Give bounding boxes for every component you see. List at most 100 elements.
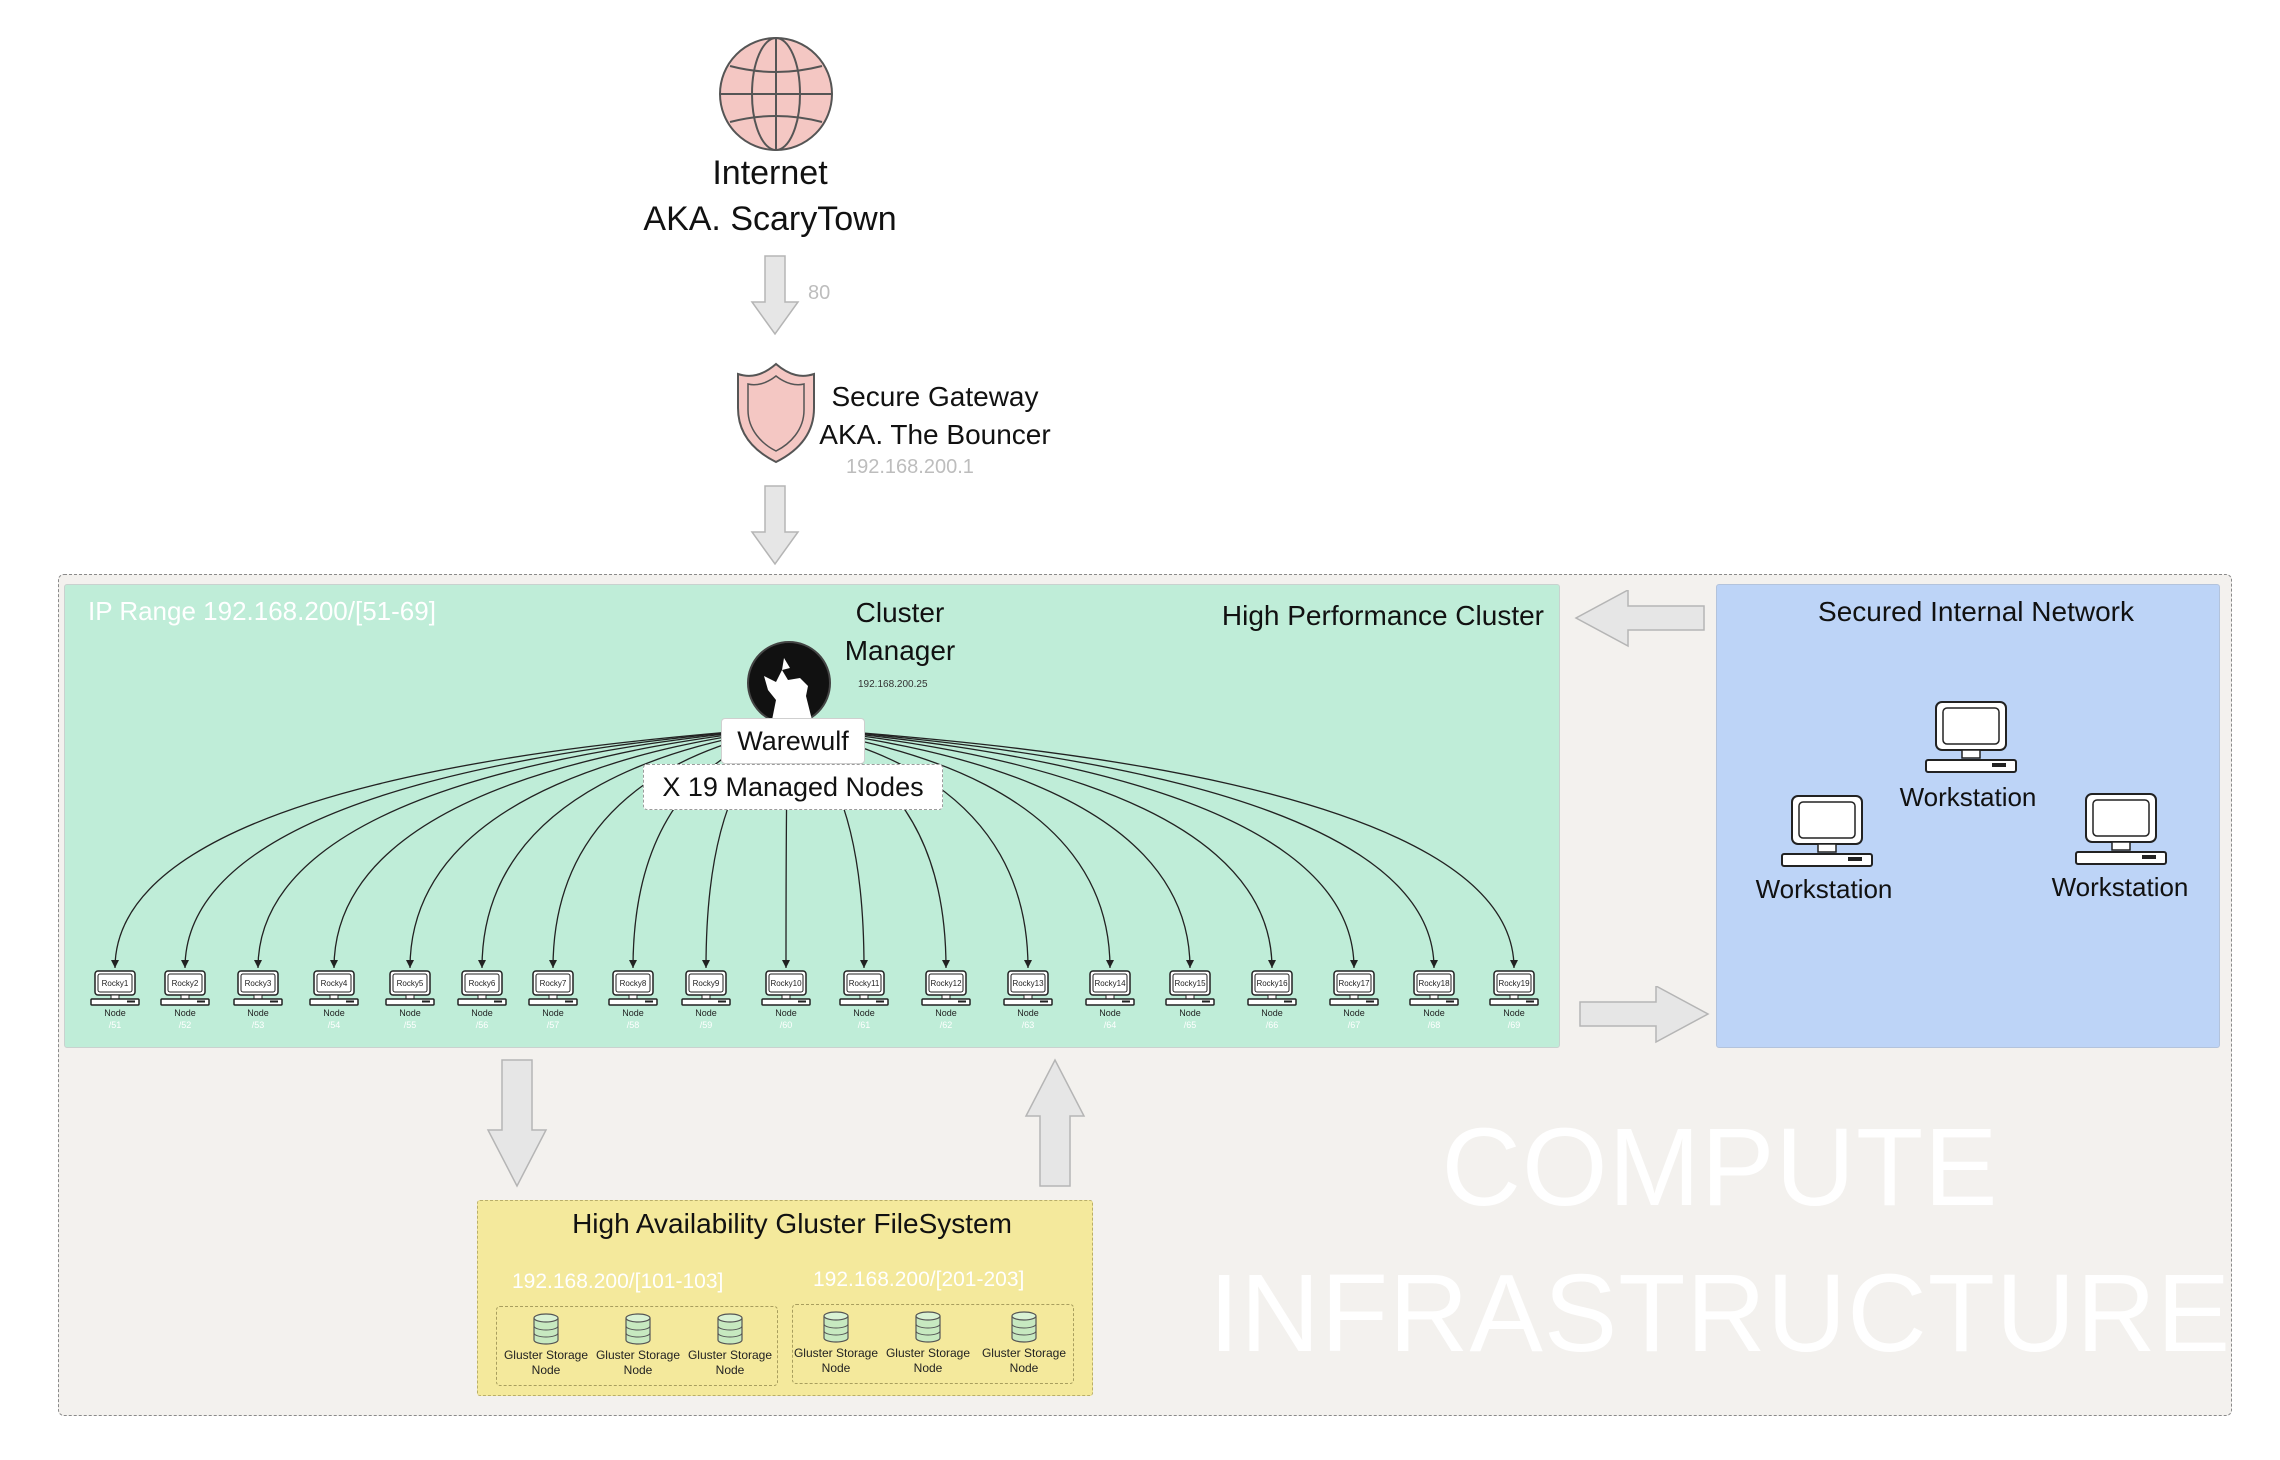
node-ip: /65	[1183, 1020, 1197, 1030]
connector-arrowhead	[629, 960, 637, 968]
node-name: Rocky8	[619, 979, 647, 988]
gateway-title: Secure Gateway	[831, 381, 1039, 412]
database-icon	[823, 1311, 849, 1343]
arrow-right-cluster-to-internal	[1579, 986, 1710, 1044]
connector-arrowhead	[782, 960, 790, 968]
node-label: Node	[1017, 1008, 1039, 1018]
cluster-manager-label: Cluster Manager	[800, 594, 1000, 670]
internal-network-title: Secured Internal Network	[1818, 596, 2134, 627]
node-ip: /56	[475, 1020, 489, 1030]
connector-arrowhead	[1024, 960, 1032, 968]
node-ip: /51	[108, 1020, 122, 1030]
computer-icon	[839, 970, 889, 1006]
node-ip: /58	[626, 1020, 640, 1030]
computer-icon	[233, 970, 283, 1006]
gluster-group-box	[792, 1304, 1074, 1384]
node-name: Rocky5	[396, 979, 424, 988]
node-label: Node	[247, 1008, 269, 1018]
arrow-up-gluster-to-cluster	[1024, 1058, 1086, 1187]
node-label: Node	[399, 1008, 421, 1018]
node-name: Rocky12	[930, 979, 962, 988]
connector-arrowhead	[478, 960, 486, 968]
node-name: Rocky11	[848, 979, 880, 988]
connector-arrowhead	[254, 960, 262, 968]
connector-arrowhead	[942, 960, 950, 968]
node-name: Rocky9	[692, 979, 720, 988]
node-name: Rocky15	[1174, 979, 1206, 988]
computer-icon	[921, 970, 971, 1006]
wolf-logo-icon	[747, 641, 831, 725]
node-ip: /62	[939, 1020, 953, 1030]
node-label: Node	[104, 1008, 126, 1018]
node-label: Node	[323, 1008, 345, 1018]
computer-icon	[1925, 701, 2017, 773]
workstation-label: Workstation	[2051, 872, 2189, 902]
gluster-node-label: Gluster Storage Node	[503, 1348, 589, 1377]
connector-arrowhead	[111, 960, 119, 968]
warewulf-label: Warewulf	[721, 718, 865, 764]
cluster-title: High Performance Cluster	[1221, 600, 1544, 631]
node-ip: /61	[857, 1020, 871, 1030]
shield-icon	[737, 362, 815, 464]
arrow-down-cluster-to-gluster	[486, 1059, 548, 1188]
connector-arrowhead	[181, 960, 189, 968]
gluster-group-range: 192.168.200/[101-103]	[512, 1270, 724, 1293]
node-label: Node	[542, 1008, 564, 1018]
compute-infrastructure-watermark: COMPUTE INFRASTRUCTURE	[1190, 1095, 2250, 1387]
computer-icon	[1247, 970, 1297, 1006]
gluster-node-label: Gluster Storage Node	[595, 1348, 681, 1377]
internet-label: Internet AKA. ScaryTown	[560, 150, 980, 242]
node-label: Node	[1261, 1008, 1283, 1018]
node-name: Rocky16	[1256, 979, 1288, 988]
arrow-down-internet-gateway	[750, 255, 800, 336]
connector-line	[114, 726, 789, 969]
computer-icon	[608, 970, 658, 1006]
node-name: Rocky6	[468, 979, 496, 988]
gluster-group-box	[496, 1306, 778, 1386]
computer-icon	[761, 970, 811, 1006]
connector-arrowhead	[1430, 960, 1438, 968]
cluster-manager-line-2: Manager	[844, 635, 956, 666]
computer-icon	[1165, 970, 1215, 1006]
computer-icon	[309, 970, 359, 1006]
node-ip: /55	[403, 1020, 417, 1030]
cluster-ip-range: IP Range 192.168.200/[51-69]	[88, 596, 436, 626]
node-ip: /54	[327, 1020, 341, 1030]
database-icon	[625, 1313, 651, 1345]
node-label: Node	[1179, 1008, 1201, 1018]
arrow-left-internal-to-cluster	[1574, 590, 1705, 648]
internet-title: Internet	[712, 154, 828, 192]
connector-arrowhead	[330, 960, 338, 968]
node-label: Node	[471, 1008, 493, 1018]
computer-icon	[1781, 795, 1873, 867]
watermark-line-1: COMPUTE	[1441, 1106, 1999, 1229]
node-ip: /67	[1347, 1020, 1361, 1030]
gateway-label: Secure Gateway AKA. The Bouncer	[815, 378, 1055, 454]
gluster-node-label: Gluster Storage Node	[687, 1348, 773, 1377]
gluster-filesystem-zone	[477, 1200, 1093, 1396]
node-name: Rocky19	[1498, 979, 1530, 988]
node-name: Rocky7	[539, 979, 567, 988]
node-ip: /68	[1427, 1020, 1441, 1030]
gluster-node-label: Gluster Storage Node	[885, 1346, 971, 1375]
database-icon	[915, 1311, 941, 1343]
node-ip: /53	[251, 1020, 265, 1030]
node-name: Rocky1	[101, 979, 129, 988]
node-label: Node	[935, 1008, 957, 1018]
node-label: Node	[622, 1008, 644, 1018]
node-ip: /64	[1103, 1020, 1117, 1030]
watermark-line-2: INFRASTRUCTURE	[1208, 1252, 2232, 1375]
gluster-title: High Availability Gluster FileSystem	[572, 1208, 1012, 1239]
gluster-node-label: Gluster Storage Node	[981, 1346, 1067, 1375]
connector-arrowhead	[1186, 960, 1194, 968]
database-icon	[1011, 1311, 1037, 1343]
connector-arrowhead	[549, 960, 557, 968]
computer-icon	[1329, 970, 1379, 1006]
connector-arrowhead	[406, 960, 414, 968]
connector-arrowhead	[1350, 960, 1358, 968]
node-label: Node	[853, 1008, 875, 1018]
port-label: 80	[808, 282, 831, 304]
computer-icon	[1409, 970, 1459, 1006]
node-ip: /52	[178, 1020, 192, 1030]
computer-icon	[1003, 970, 1053, 1006]
